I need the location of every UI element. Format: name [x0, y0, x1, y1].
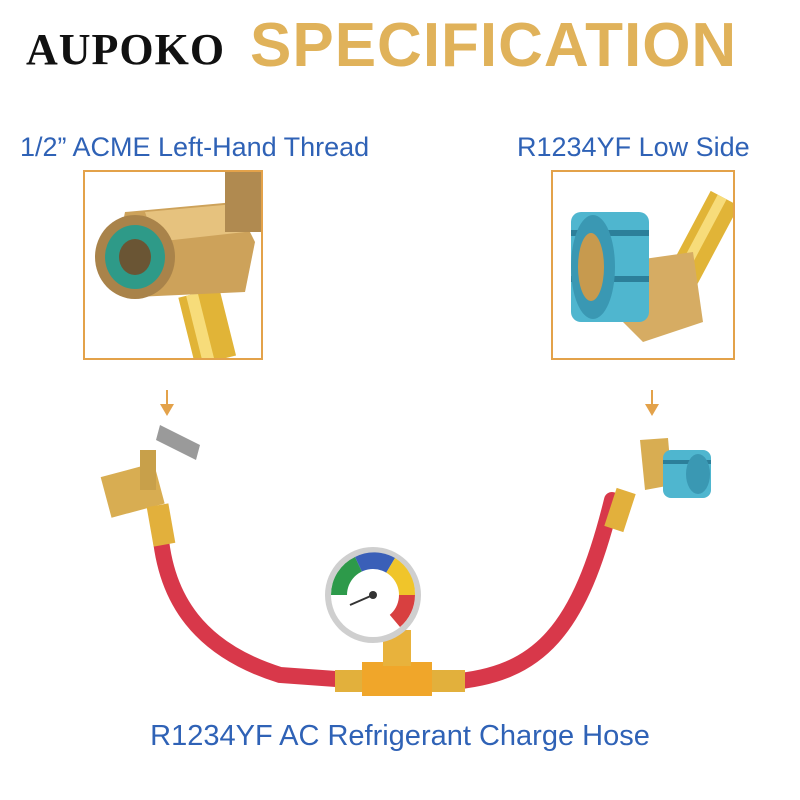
- tap-valve-icon: [100, 425, 200, 547]
- low-side-coupler-icon: [604, 438, 711, 533]
- arrow-right-icon: [645, 390, 659, 416]
- product-caption: R1234YF AC Refrigerant Charge Hose: [150, 720, 650, 752]
- brand-logo: AUPOKO: [26, 25, 226, 74]
- detail-image-low-side-coupler: [551, 170, 735, 360]
- arrow-left-icon: [160, 390, 174, 416]
- callout-label-low-side: R1234YF Low Side: [517, 132, 750, 162]
- detail-image-acme-fitting: [83, 170, 263, 360]
- product-illustration: [100, 390, 711, 696]
- pressure-gauge-icon: [325, 547, 465, 696]
- page-title: SPECIFICATION: [250, 11, 738, 80]
- callout-label-acme-thread: 1/2” ACME Left-Hand Thread: [20, 132, 370, 162]
